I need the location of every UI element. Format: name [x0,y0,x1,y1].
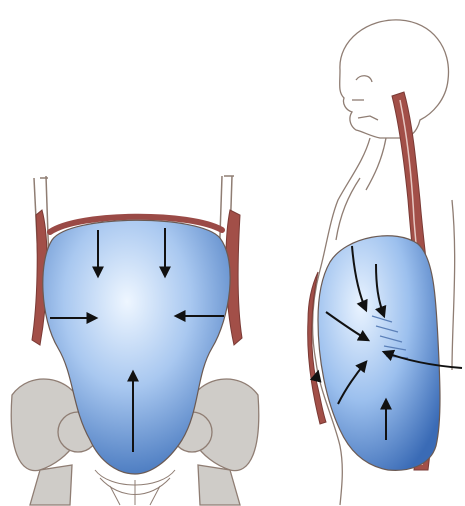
side-arrow-front-outward [316,372,318,380]
front-view-panel [11,176,259,505]
side-view-panel [308,20,462,505]
side-abdominal-cavity [318,236,440,471]
front-pelvic-floor [95,470,175,505]
skull-outline [340,20,449,138]
